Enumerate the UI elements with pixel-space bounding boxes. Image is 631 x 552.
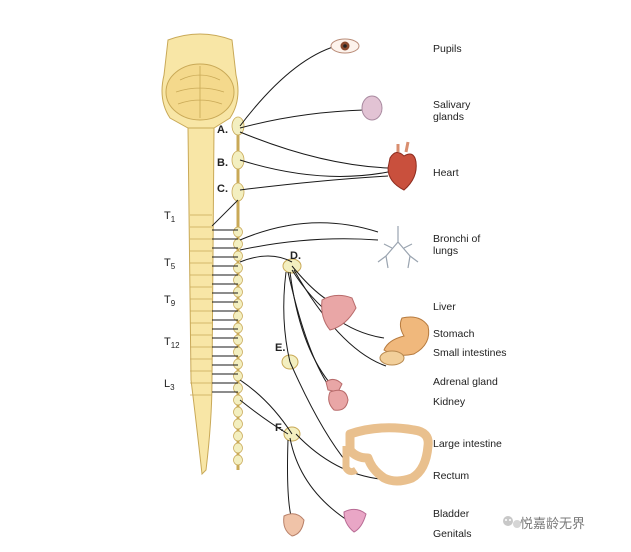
label-heart: Heart bbox=[433, 167, 459, 179]
nerve-to-inferior bbox=[239, 379, 293, 435]
nerve-bronchi-1 bbox=[239, 222, 379, 241]
nerve-to-celiac bbox=[239, 255, 293, 263]
chain-label-b: B. bbox=[217, 157, 228, 169]
chain-ganglion bbox=[233, 394, 243, 406]
brainstem bbox=[161, 33, 239, 129]
label-genitals: Genitals bbox=[433, 528, 472, 540]
spinal-cord bbox=[187, 127, 215, 476]
nerve-to-mesenteric bbox=[283, 271, 291, 363]
nerve-heart-2 bbox=[239, 159, 389, 177]
stomach-icon bbox=[383, 316, 430, 356]
nerve-small-intestines bbox=[293, 269, 387, 367]
chain-ganglion bbox=[233, 334, 243, 346]
salivary-gland-icon bbox=[361, 95, 383, 121]
chain-ganglion bbox=[233, 298, 243, 310]
label-small-intestines: Small intestines bbox=[433, 347, 507, 359]
bronchi-icon bbox=[377, 226, 419, 269]
chain-ganglion bbox=[233, 238, 243, 250]
level-t5: T5 bbox=[164, 257, 176, 272]
label-adrenal-gland: Adrenal gland bbox=[433, 376, 498, 388]
label-stomach: Stomach bbox=[433, 328, 475, 340]
eye-icon bbox=[330, 38, 360, 54]
chain-label-f: F. bbox=[275, 422, 284, 434]
chain-ganglion bbox=[233, 322, 243, 334]
chain-ganglion bbox=[233, 226, 243, 238]
nerve-bronchi-2 bbox=[239, 238, 379, 251]
nerve-adrenal bbox=[289, 271, 335, 389]
chain-ganglion bbox=[233, 442, 243, 454]
large-intestine-icon bbox=[342, 423, 433, 486]
chain-ganglion bbox=[233, 406, 243, 418]
genitals-icon bbox=[343, 508, 367, 533]
chain-ganglion bbox=[231, 116, 245, 136]
chain-ganglion bbox=[233, 346, 243, 358]
level-t1: T1 bbox=[164, 210, 176, 225]
small-intestines-icon bbox=[379, 350, 405, 366]
label-large-intestine: Large intestine bbox=[433, 438, 502, 450]
chain-ganglion bbox=[233, 286, 243, 298]
label-rectum: Rectum bbox=[433, 470, 470, 482]
chain-ganglion bbox=[233, 370, 243, 382]
nerve-large-intestine bbox=[289, 361, 349, 465]
chain-label-a: A. bbox=[217, 124, 228, 136]
label-liver: Liver bbox=[433, 301, 456, 313]
preganglionic-fiber bbox=[211, 199, 239, 227]
chain-label-e: E. bbox=[275, 342, 286, 354]
nerve-to-inferior-2 bbox=[239, 399, 289, 435]
chain-label-c: C. bbox=[217, 183, 228, 195]
chain-ganglion bbox=[233, 382, 243, 394]
chain-ganglion bbox=[233, 310, 243, 322]
chain-ganglion bbox=[233, 430, 243, 442]
nerve-bladder bbox=[287, 439, 293, 521]
sympathetic-chain bbox=[231, 116, 245, 470]
nerve-salivary bbox=[239, 109, 365, 129]
nerve-genitals bbox=[289, 437, 351, 523]
watermark-logo-icon bbox=[503, 516, 521, 528]
chain-label-d: D. bbox=[290, 250, 301, 262]
kidney-icon bbox=[328, 389, 349, 411]
nerve-pupils bbox=[239, 45, 337, 127]
nerve-heart-3 bbox=[239, 175, 389, 191]
nerve-heart-1 bbox=[239, 131, 389, 169]
chain-ganglion bbox=[233, 250, 243, 262]
watermark: 悦嘉龄无界 bbox=[496, 513, 585, 532]
chain-ganglion bbox=[231, 150, 245, 170]
liver-icon bbox=[321, 294, 357, 331]
watermark-text: 悦嘉龄无界 bbox=[520, 516, 586, 531]
preganglionic-fibers bbox=[211, 199, 239, 393]
level-t9: T9 bbox=[164, 294, 176, 309]
chain-ganglion bbox=[233, 454, 243, 466]
chain-ganglion bbox=[233, 262, 243, 274]
chain-ganglion bbox=[233, 274, 243, 286]
label-kidney: Kidney bbox=[433, 396, 466, 408]
chain-ganglion bbox=[233, 418, 243, 430]
heart-icon bbox=[387, 141, 417, 191]
label-salivary-glands: Salivary glands bbox=[433, 99, 471, 123]
level-l3: L3 bbox=[164, 378, 175, 393]
label-bladder: Bladder bbox=[433, 508, 470, 520]
label-bronchi: Bronchi of lungs bbox=[433, 233, 481, 257]
level-t12: T12 bbox=[164, 336, 180, 351]
chain-ganglion bbox=[233, 358, 243, 370]
bladder-icon bbox=[283, 513, 305, 537]
chain-ganglion bbox=[231, 182, 245, 202]
label-pupils: Pupils bbox=[433, 43, 462, 55]
